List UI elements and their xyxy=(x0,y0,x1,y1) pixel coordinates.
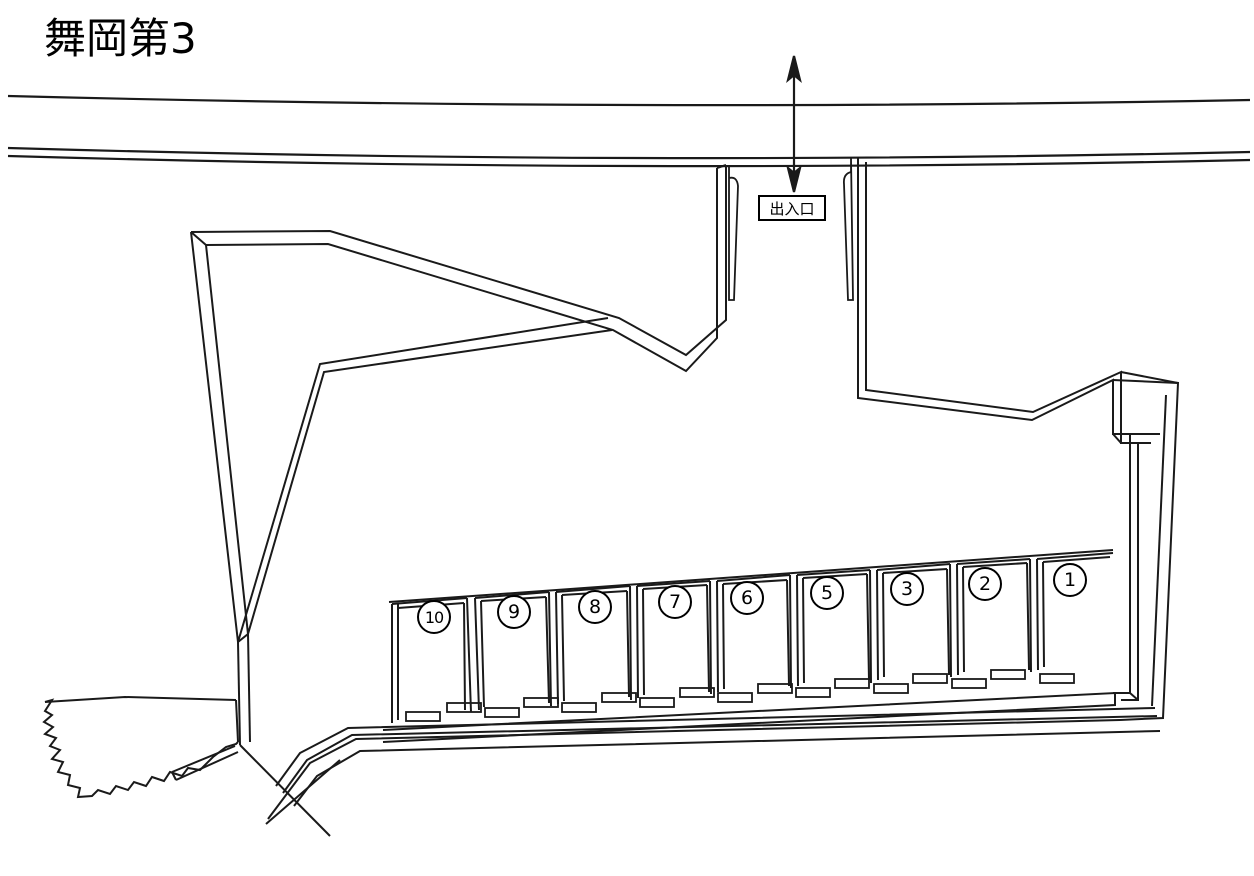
parking-stall-2 xyxy=(956,558,1032,676)
site-boundary-right-inner-wall xyxy=(1112,433,1139,701)
stall-number-1: 1 xyxy=(1053,563,1087,597)
site-boundary-left-lower xyxy=(237,633,251,746)
stall-number-7: 7 xyxy=(658,585,692,619)
stall-number-5: 5 xyxy=(810,576,844,610)
parking-row-bottom-wall xyxy=(382,691,1116,743)
access-road-hatch xyxy=(239,744,341,837)
site-boundary-right xyxy=(857,157,1160,444)
wheel-stop-marks xyxy=(405,669,1075,722)
gate-post-right xyxy=(842,156,854,301)
entrance-exit-label: 出入口 xyxy=(758,195,826,221)
parking-stall-1 xyxy=(1036,552,1114,671)
stall-number-3: 3 xyxy=(890,572,924,606)
gate-post-left xyxy=(728,166,739,301)
stall-number-9: 9 xyxy=(497,595,531,629)
stall-number-2: 2 xyxy=(968,567,1002,601)
site-boundary-right-outer xyxy=(1112,371,1180,721)
site-bottom-edge xyxy=(267,719,1121,820)
vegetation-patch xyxy=(42,695,239,799)
parking-stall-3 xyxy=(876,563,952,681)
parking-stall-5 xyxy=(796,569,872,687)
upper-road-lower-edge xyxy=(7,146,1251,168)
site-boundary-upper-left xyxy=(190,164,727,373)
stall-number-8: 8 xyxy=(578,590,612,624)
page-title: 舞岡第3 xyxy=(44,14,197,63)
two-way-access-arrow xyxy=(786,55,802,193)
stall-number-10: 10 xyxy=(417,600,451,634)
parking-row-top-edge xyxy=(388,549,1114,603)
site-boundary-left-vertical xyxy=(190,231,613,643)
stall-number-6: 6 xyxy=(730,581,764,615)
vegetation-connector xyxy=(171,745,239,781)
parking-stall-6 xyxy=(716,574,792,693)
upper-road xyxy=(7,94,1251,107)
